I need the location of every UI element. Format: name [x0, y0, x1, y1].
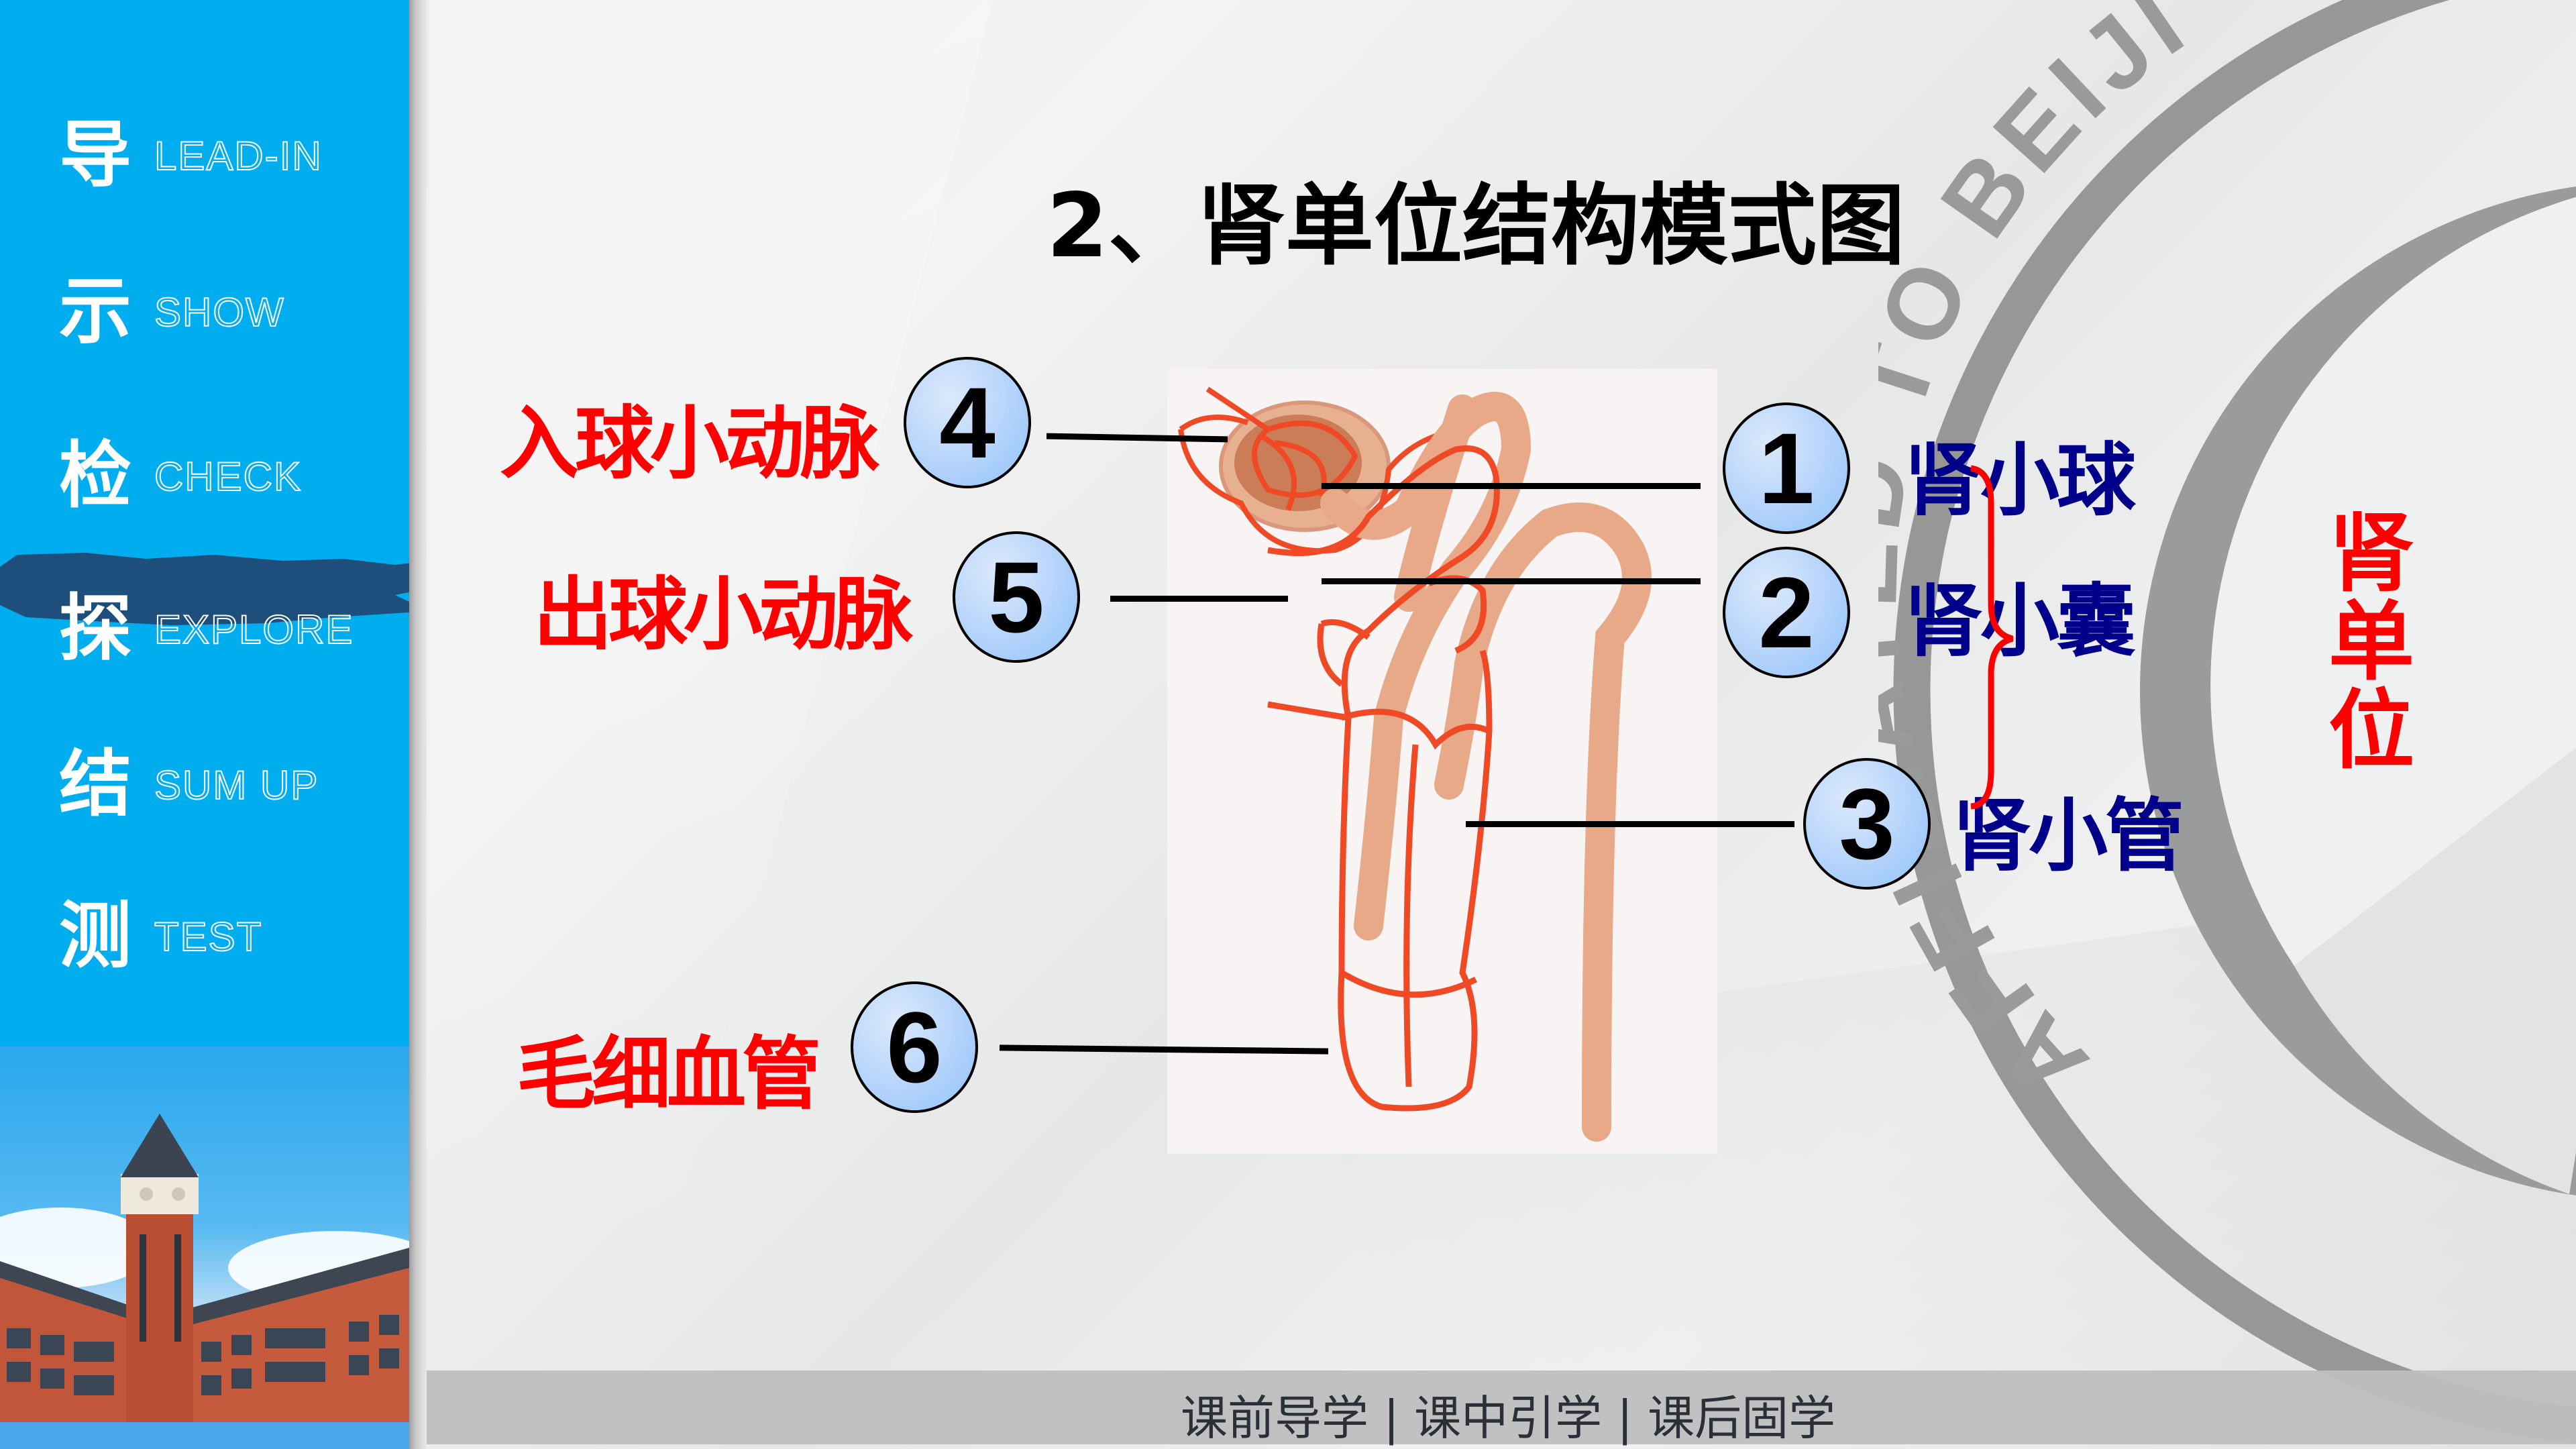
sidebar-divider: [409, 0, 427, 1449]
sidebar-item-en: TEST: [154, 914, 263, 960]
number-badge-1: 1: [1723, 402, 1850, 534]
number-badge-3: 3: [1803, 758, 1931, 890]
sidebar-item-en: LEAD-IN: [154, 133, 323, 179]
sidebar-item-sum-up[interactable]: 结 SUM UP: [59, 745, 319, 825]
label-renal-tubule: 肾小管: [1952, 790, 2184, 882]
sidebar-item-check[interactable]: 检 CHECK: [59, 436, 302, 517]
sidebar-item-en: CHECK: [154, 453, 303, 500]
number-badge-4: 4: [904, 357, 1031, 488]
sidebar-item-test[interactable]: 测 TEST: [59, 896, 262, 977]
sidebar-item-en: SUM UP: [154, 762, 319, 808]
sidebar-item-explore[interactable]: 探 EXPLORE: [59, 589, 354, 669]
label-efferent-arteriole: 出球小动脉: [533, 568, 913, 661]
sidebar-item-cn: 测: [59, 894, 131, 978]
sidebar-item-cn: 示: [59, 270, 131, 354]
number-badge-5: 5: [953, 531, 1080, 663]
sidebar-item-lead-in[interactable]: 导 LEAD-IN: [59, 115, 323, 196]
curly-brace-icon: [1970, 465, 2014, 810]
nephron-diagram: [1167, 369, 1717, 1154]
page-title: 2、肾单位结构模式图: [1046, 174, 1905, 278]
label-capillaries: 毛细血管: [517, 1028, 821, 1120]
sidebar-item-en: EXPLORE: [154, 606, 354, 653]
number-badge-6: 6: [851, 981, 978, 1113]
sidebar-item-en: SHOW: [154, 289, 285, 335]
number-badge-2: 2: [1723, 547, 1850, 678]
sidebar-item-cn: 检: [59, 434, 131, 518]
label-bowman-capsule: 肾小囊: [1904, 575, 2136, 667]
active-brush-highlight: [0, 553, 409, 625]
group-label-nephron: 肾 单 位: [2328, 504, 2414, 781]
sidebar-item-cn: 结: [59, 743, 131, 826]
sidebar-item-show[interactable]: 示 SHOW: [59, 272, 285, 352]
sidebar-item-cn: 探: [59, 587, 131, 671]
leader-line-5: [1110, 596, 1288, 602]
sidebar-item-cn: 导: [59, 113, 131, 197]
footer-bar: [427, 1371, 2576, 1444]
school-building-illustration: [0, 1114, 409, 1449]
school-seal-watermark: AFFILIATED TO BEIJI: [1878, 0, 2576, 1444]
label-glomerulus: 肾小球: [1904, 434, 2136, 527]
leader-line-3: [1466, 821, 1794, 827]
label-afferent-arteriole: 入球小动脉: [500, 397, 879, 490]
sidebar: 导 LEAD-IN 示 SHOW 检 CHECK 探 EXPLORE 结 SUM…: [0, 0, 409, 1449]
school-building-image: [0, 1046, 409, 1449]
footer-text: 课前导学 | 课中引学 | 课后固学: [1181, 1391, 1836, 1446]
leader-line-2: [1322, 578, 1701, 584]
leader-line-1: [1322, 483, 1701, 489]
